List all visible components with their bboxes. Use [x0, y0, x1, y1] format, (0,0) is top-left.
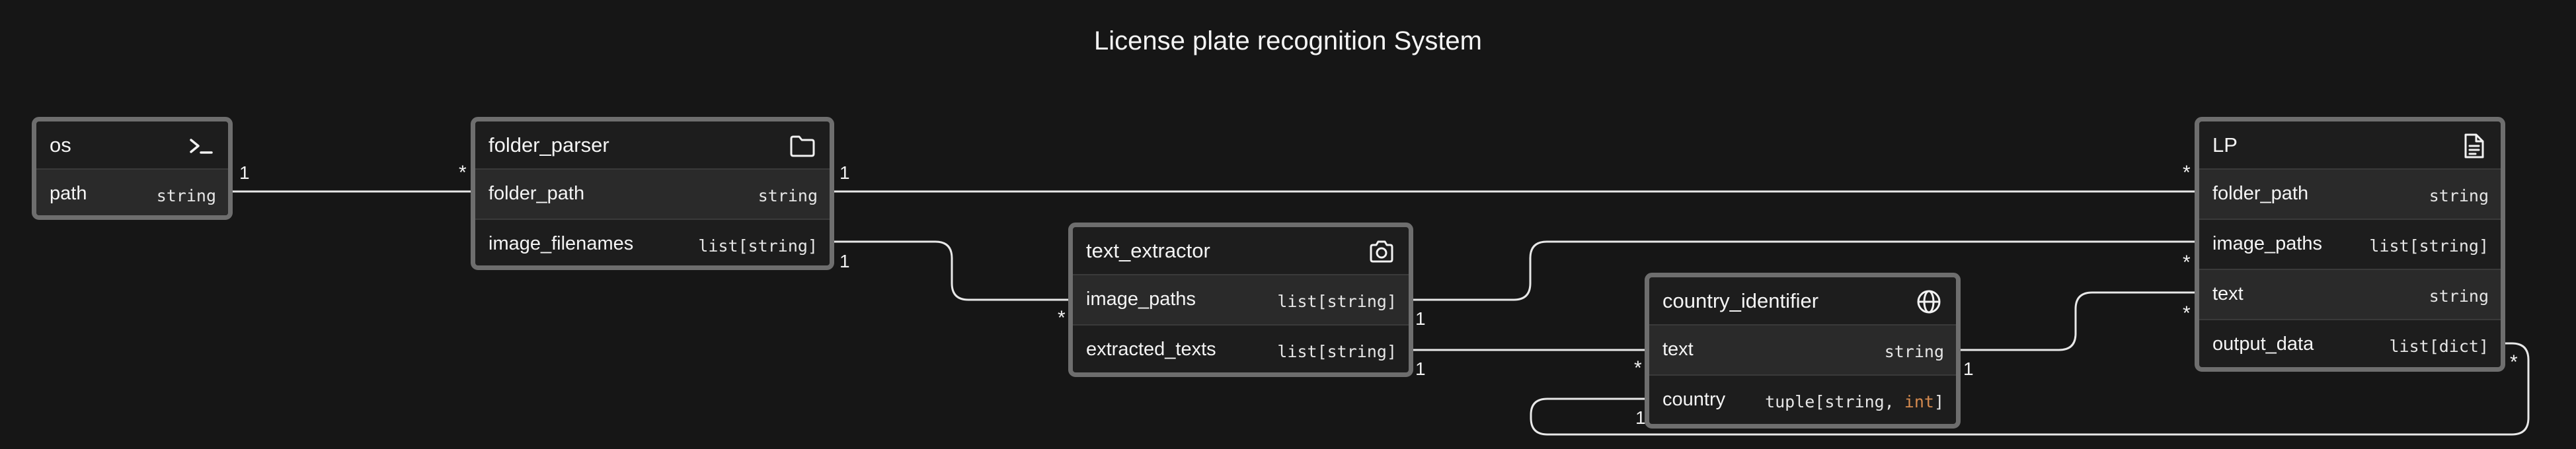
globe-icon: [1917, 290, 1941, 314]
entity-header: country_identifier: [1649, 277, 1956, 326]
field-type-prefix: tuple[string,: [1765, 392, 1904, 411]
field-type: list[string]: [1277, 292, 1397, 311]
diagram-title: License plate recognition System: [1094, 26, 1482, 55]
entity-country-identifier[interactable]: country_identifier text string country t…: [1645, 273, 1961, 429]
field-row[interactable]: text string: [1649, 326, 1956, 376]
cardinality-label: 1: [839, 162, 850, 183]
field-type: list[string]: [2369, 236, 2489, 256]
entity-name: os: [50, 133, 71, 156]
field-row[interactable]: image_paths list[string]: [1073, 275, 1409, 326]
field-row[interactable]: extracted_texts list[string]: [1073, 326, 1409, 372]
entity-os[interactable]: os path string: [32, 117, 233, 220]
field-name: path: [50, 183, 87, 204]
field-type: string: [758, 186, 818, 205]
field-name: folder_path: [488, 183, 585, 204]
cardinality-label: 1: [1415, 308, 1426, 329]
cardinality-label: 1: [839, 251, 850, 271]
cardinality-label: *: [459, 162, 467, 184]
edge-output-data-to-country: [1530, 342, 2530, 436]
field-name: image_paths: [1086, 289, 1196, 310]
field-type: tuple[string, int]: [1765, 392, 1944, 411]
field-type: list[string]: [1277, 342, 1397, 361]
field-row[interactable]: image_paths list[string]: [2199, 220, 2501, 270]
field-type: string: [2429, 287, 2489, 306]
field-type: list[dict]: [2389, 337, 2489, 356]
field-type: string: [156, 186, 216, 205]
entity-name: LP: [2212, 133, 2238, 156]
field-name: text: [2212, 283, 2244, 304]
cardinality-label: *: [1058, 307, 1066, 329]
cardinality-label: *: [2183, 162, 2191, 184]
cardinality-label: *: [2510, 351, 2518, 373]
field-row[interactable]: country tuple[string, int]: [1649, 376, 1956, 424]
field-name: image_filenames: [488, 233, 634, 254]
entity-folder-parser[interactable]: folder_parser folder_path string image_f…: [471, 117, 834, 270]
field-type-suffix: ]: [1933, 392, 1944, 411]
field-row[interactable]: folder_path string: [475, 170, 830, 220]
entity-text-extractor[interactable]: text_extractor image_paths list[string] …: [1068, 223, 1413, 377]
entity-header: os: [36, 121, 228, 170]
field-type: string: [2429, 186, 2489, 205]
cardinality-label: *: [2183, 302, 2191, 324]
entity-header: folder_parser: [475, 121, 830, 170]
field-row[interactable]: output_data list[dict]: [2199, 320, 2501, 367]
field-name: extracted_texts: [1086, 339, 1216, 360]
entity-name: text_extractor: [1086, 239, 1210, 262]
field-type: string: [1884, 342, 1944, 361]
camera-icon: [1370, 240, 1393, 263]
document-icon: [2464, 133, 2484, 158]
field-row[interactable]: path string: [36, 170, 228, 215]
entity-header: text_extractor: [1073, 227, 1409, 275]
cardinality-label: 1: [1415, 359, 1426, 379]
field-name: output_data: [2212, 333, 2314, 355]
field-type: list[string]: [698, 236, 818, 256]
edge-image-filenames-to-text-extractor: [830, 240, 1072, 301]
cardinality-label: 1: [1963, 359, 1974, 379]
folder-icon: [790, 135, 815, 157]
field-row[interactable]: text string: [2199, 270, 2501, 320]
edge-country-text-to-lp: [1957, 291, 2199, 351]
field-row[interactable]: folder_path string: [2199, 170, 2501, 220]
field-name: folder_path: [2212, 183, 2309, 204]
field-name: image_paths: [2212, 233, 2323, 254]
field-type-accent: int: [1904, 392, 1934, 411]
field-name: text: [1662, 339, 1694, 360]
entity-name: folder_parser: [488, 133, 609, 156]
cardinality-label: 1: [239, 162, 250, 183]
cardinality-label: 1: [1635, 407, 1646, 428]
field-name: country: [1662, 389, 1726, 410]
entity-header: LP: [2199, 121, 2501, 170]
cardinality-label: *: [2183, 252, 2191, 273]
edge-image-paths-to-lp: [1409, 240, 2199, 301]
field-row[interactable]: image_filenames list[string]: [475, 220, 830, 265]
entity-lp[interactable]: LP folder_path string image_paths list[s…: [2195, 117, 2505, 372]
entity-name: country_identifier: [1662, 289, 1819, 312]
terminal-icon: [190, 139, 213, 154]
cardinality-label: *: [1634, 357, 1642, 379]
